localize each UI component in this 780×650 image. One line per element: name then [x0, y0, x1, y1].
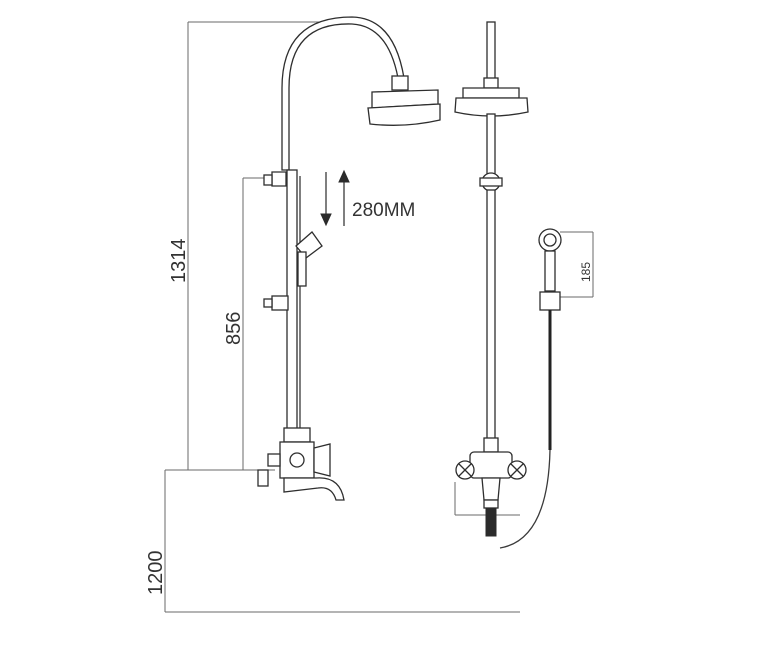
- travel-arrows: [320, 169, 350, 227]
- dimension-lines: [164, 21, 594, 613]
- bracket-height-label: 856: [223, 312, 245, 345]
- front-view: [454, 21, 562, 549]
- total-height-label: 1314: [168, 239, 190, 284]
- handshower-height-label: 185: [579, 262, 593, 282]
- mixer-height-label: 1200: [145, 551, 167, 596]
- side-view: [257, 16, 441, 501]
- slide-travel-label: 280MM: [352, 200, 415, 221]
